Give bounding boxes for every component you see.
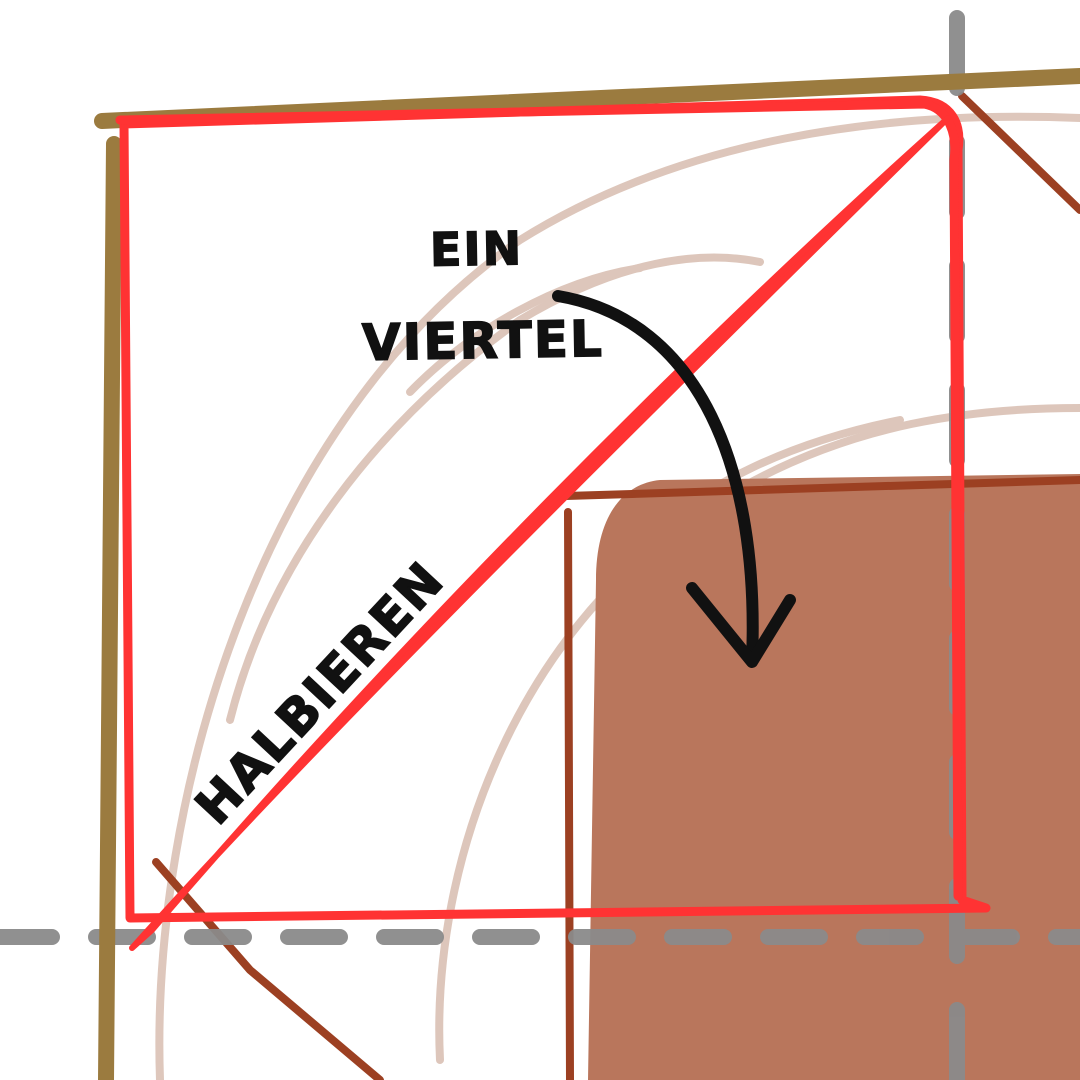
brown-bottom-left-diagonal — [152, 858, 384, 1080]
arc-outer — [155, 112, 1080, 1080]
arrow-head — [686, 582, 796, 668]
curved-arrow — [552, 290, 796, 668]
brown-top-line — [562, 476, 1080, 500]
label-viertel: VIERTEL — [361, 309, 605, 373]
brown-lines — [152, 92, 1080, 1080]
brown-block — [588, 474, 1080, 1080]
red-diagonal-fold — [129, 115, 951, 951]
brown-top-right-diagonal — [958, 92, 1080, 214]
arc-middle — [226, 253, 764, 724]
red-square — [115, 95, 991, 923]
red-square-outline-2 — [115, 99, 963, 901]
outer-frame-left — [98, 136, 122, 1080]
arrow-shaft — [552, 290, 759, 666]
label-ein: EIN — [429, 220, 524, 277]
arc-outer-tail — [406, 264, 644, 396]
brown-vertical-line — [564, 508, 574, 1080]
